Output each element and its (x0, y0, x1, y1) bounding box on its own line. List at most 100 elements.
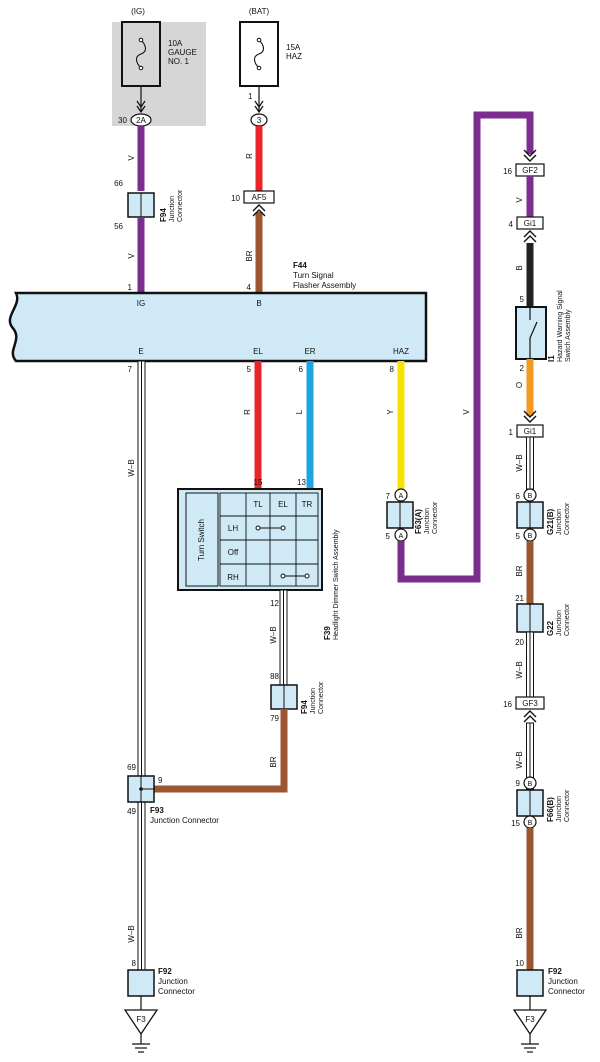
bat-chevron-icon (254, 105, 264, 114)
f93-pin-top: 69 (127, 763, 136, 772)
ig-fuse-name1: GAUGE (168, 48, 197, 57)
switch-ground-wire-color: W–B (269, 626, 278, 643)
gf2-label: GF2 (522, 166, 538, 175)
turn-switch-pin-out: 12 (270, 599, 279, 608)
ig-pin: 30 (118, 116, 127, 125)
turn-switch-rh-contact (280, 573, 310, 579)
ground-left-earth-icon (132, 1034, 150, 1053)
gf3-label: GF3 (522, 699, 538, 708)
ig-source-label: (IG) (131, 7, 145, 16)
turn-switch-pin-er: 13 (297, 478, 306, 487)
hazard-switch-orange-wire-color: O (515, 382, 524, 388)
ground-wire-left (137, 360, 146, 971)
f66-pin-top: 9 (516, 779, 521, 788)
bat-wire-color-upper: R (245, 153, 254, 159)
g21-id: G21(B) (546, 508, 555, 535)
bat-fuse-name: HAZ (286, 52, 302, 61)
f92-right-desc2: Connector (548, 987, 585, 996)
flasher-assembly (8, 291, 428, 363)
turn-switch-col-el: EL (278, 500, 288, 509)
flasher-term-er: ER (304, 347, 315, 356)
gf2-pin: 16 (503, 167, 512, 176)
turn-switch-pin-el: 15 (254, 478, 263, 487)
f93-desc: Junction Connector (150, 816, 219, 825)
f92-left-id: F92 (158, 967, 172, 976)
right-wb-wire-1 (526, 436, 534, 490)
f93-id: F93 (150, 806, 164, 815)
ground-left-label: F3 (136, 1015, 146, 1024)
bat-pin: 1 (248, 92, 253, 101)
gf3-connector (515, 696, 545, 710)
f66-badge-bottom-label: B (528, 820, 533, 827)
f92-right-connector (516, 969, 544, 997)
right-brown-wire-1-color: BR (515, 565, 524, 576)
hazard-switch-black-wire-color: B (515, 265, 524, 270)
right-wb-wire-1-color: W–B (515, 454, 524, 471)
ground-wire-color-lower: W–B (127, 925, 136, 942)
switch-ground-wire (279, 589, 288, 686)
f66-badge-top (523, 776, 537, 790)
flasher-term-ig: IG (137, 299, 145, 308)
f94-mid-desc2: Connector (318, 681, 325, 714)
er-wire-color: L (295, 409, 304, 414)
ground-right-icon (512, 1009, 548, 1036)
flasher-name2: Flasher Assembly (293, 281, 356, 290)
g21-pin-top: 6 (516, 492, 521, 501)
f94-top-id: F94 (159, 208, 168, 222)
flasher-term-el: EL (253, 347, 263, 356)
f94-mid-pin-bottom: 79 (270, 714, 279, 723)
flasher-pin-er: 6 (299, 365, 304, 374)
f92-right-id: F92 (548, 967, 562, 976)
ig-wire-color-upper: V (127, 155, 136, 161)
gf3-pin: 16 (503, 700, 512, 709)
f63-badge-top (394, 488, 408, 502)
g22-id: G22 (546, 620, 555, 636)
turn-switch-grid (219, 492, 319, 587)
turn-switch-col-tl: TL (253, 500, 263, 509)
turn-switch-name: Headlight Dimmer Switch Assembly (333, 529, 340, 640)
f92-left-desc1: Junction (158, 977, 188, 986)
gi1-bot-label: Gi1 (524, 427, 537, 436)
f93-pin-side: 9 (158, 776, 163, 785)
gi1-bot-pin: 1 (509, 428, 514, 437)
turn-switch-col-tr: TR (302, 500, 313, 509)
f94-top-desc2: Connector (177, 189, 184, 222)
f94-to-f93-brown-wire (150, 709, 288, 793)
g22-pin-bottom: 20 (515, 638, 524, 647)
bat-wire-color-lower: BR (245, 250, 254, 261)
turn-switch-id: F39 (323, 626, 332, 640)
f92-right-desc1: Junction (548, 977, 578, 986)
right-violet-wire-color: V (515, 197, 524, 203)
bat-connector-label: 3 (257, 116, 262, 125)
hazard-violet-wire-color: V (462, 409, 471, 415)
turn-switch-row-rh: RH (227, 573, 239, 582)
g21-desc1: Junction (556, 509, 563, 535)
f66-desc2: Connector (564, 789, 571, 822)
f94-mid-pin-top: 88 (270, 672, 279, 681)
f93-junction-dot (139, 787, 143, 791)
ig-fuse-rating: 10A (168, 39, 183, 48)
af5-chevron-icon (252, 204, 266, 212)
right-brown-wire-2-color: BR (515, 927, 524, 938)
flasher-name1: Turn Signal (293, 271, 334, 280)
hazard-switch-pin-bottom: 2 (520, 364, 525, 373)
flasher-id: F44 (293, 261, 307, 270)
g21-pin-bottom: 5 (516, 532, 521, 541)
ground-left-icon (123, 1009, 159, 1036)
gi1-top-chevron-icon (523, 230, 537, 238)
af5-connector (243, 190, 275, 204)
af5-pin: 10 (231, 194, 240, 203)
hazard-switch-name2: Switch Assembly (565, 309, 572, 362)
f92-right-pin: 10 (515, 959, 524, 968)
g21-badge-bottom-label: B (528, 533, 533, 540)
f63-pin-top: 7 (386, 492, 391, 501)
g21-desc2: Connector (564, 502, 571, 535)
ig-wire-color-lower: V (127, 253, 136, 259)
flasher-pin-el: 5 (247, 365, 252, 374)
hazard-switch-pin-top: 5 (520, 295, 525, 304)
f94-mid-desc1: Junction (310, 688, 317, 714)
right-wb-wire-2-color: W–B (515, 661, 524, 678)
bat-source-label: (BAT) (249, 7, 270, 16)
ig-fuse-name2: NO. 1 (168, 57, 189, 66)
hazard-switch-id: I1 (547, 355, 556, 362)
